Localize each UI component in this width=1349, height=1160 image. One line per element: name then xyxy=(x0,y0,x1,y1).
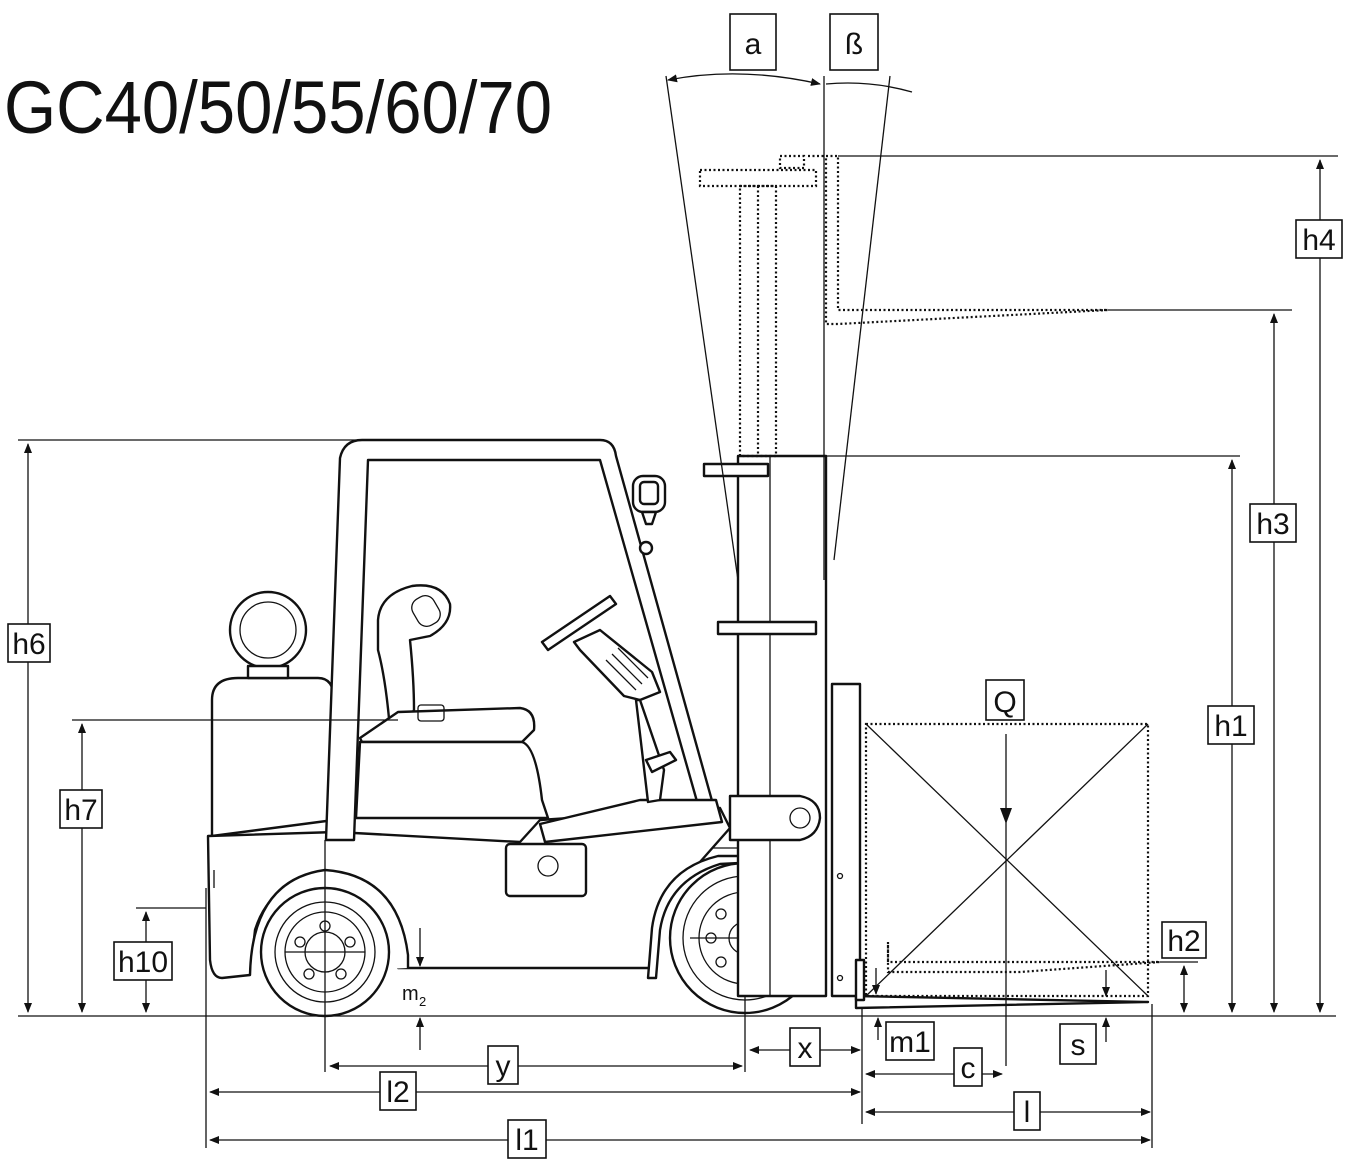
label-a: a xyxy=(729,13,777,71)
label-l: l xyxy=(1013,1091,1041,1131)
svg-text:h1: h1 xyxy=(1214,710,1247,743)
svg-text:Q: Q xyxy=(993,686,1016,719)
svg-text:h2: h2 xyxy=(1167,925,1200,958)
label-h10: h10 xyxy=(113,941,173,981)
tilt-angle-lines xyxy=(665,73,913,581)
steering-wheel xyxy=(540,594,618,652)
hydraulic-block xyxy=(504,842,588,898)
svg-text:2: 2 xyxy=(419,994,426,1009)
svg-text:m1: m1 xyxy=(889,1026,931,1059)
svg-text:a: a xyxy=(745,28,762,61)
svg-text:l: l xyxy=(1024,1096,1031,1129)
svg-text:s: s xyxy=(1071,1029,1086,1062)
svg-text:h4: h4 xyxy=(1302,224,1335,257)
svg-text:ß: ß xyxy=(845,28,863,61)
label-h1: h1 xyxy=(1207,705,1255,745)
svg-text:x: x xyxy=(798,1032,813,1065)
svg-text:l2: l2 xyxy=(386,1076,409,1109)
load-box xyxy=(864,722,1150,1066)
svg-text:h3: h3 xyxy=(1256,508,1289,541)
mast xyxy=(702,454,1150,1010)
svg-text:y: y xyxy=(496,1050,511,1083)
label-m1: m1 xyxy=(885,1021,935,1061)
label-h3: h3 xyxy=(1249,503,1297,543)
model-title: GC40/50/55/60/70 xyxy=(4,66,552,149)
svg-text:m: m xyxy=(402,983,419,1005)
fork xyxy=(854,994,1150,1010)
seat-base xyxy=(354,740,550,820)
label-h4: h4 xyxy=(1295,219,1343,259)
svg-text:l1: l1 xyxy=(515,1124,538,1157)
label-h7: h7 xyxy=(59,789,103,829)
floor-plate xyxy=(538,798,724,844)
svg-text:h7: h7 xyxy=(64,794,97,827)
label-l1: l1 xyxy=(507,1119,547,1159)
fork-carriage xyxy=(830,682,862,998)
svg-text:h6: h6 xyxy=(12,628,45,661)
label-l2: l2 xyxy=(379,1071,417,1111)
steering-column xyxy=(572,628,662,702)
svg-text:h10: h10 xyxy=(118,946,168,979)
label-h2: h2 xyxy=(1161,921,1207,959)
label-Q: Q xyxy=(985,679,1025,721)
label-h6: h6 xyxy=(7,623,51,663)
label-y: y xyxy=(487,1045,519,1085)
lpg-tank xyxy=(228,590,308,670)
seat-back xyxy=(376,584,452,732)
forklift-body xyxy=(206,438,764,980)
raised-mast-outline xyxy=(698,154,1161,974)
counterweight xyxy=(210,676,336,838)
label-s: s xyxy=(1059,1023,1097,1065)
label-m2: m 2 xyxy=(402,983,426,1009)
label-beta: ß xyxy=(829,13,879,71)
label-c: c xyxy=(953,1047,983,1087)
label-x: x xyxy=(789,1027,821,1067)
svg-text:c: c xyxy=(961,1052,976,1085)
seat-cushion xyxy=(358,706,536,744)
